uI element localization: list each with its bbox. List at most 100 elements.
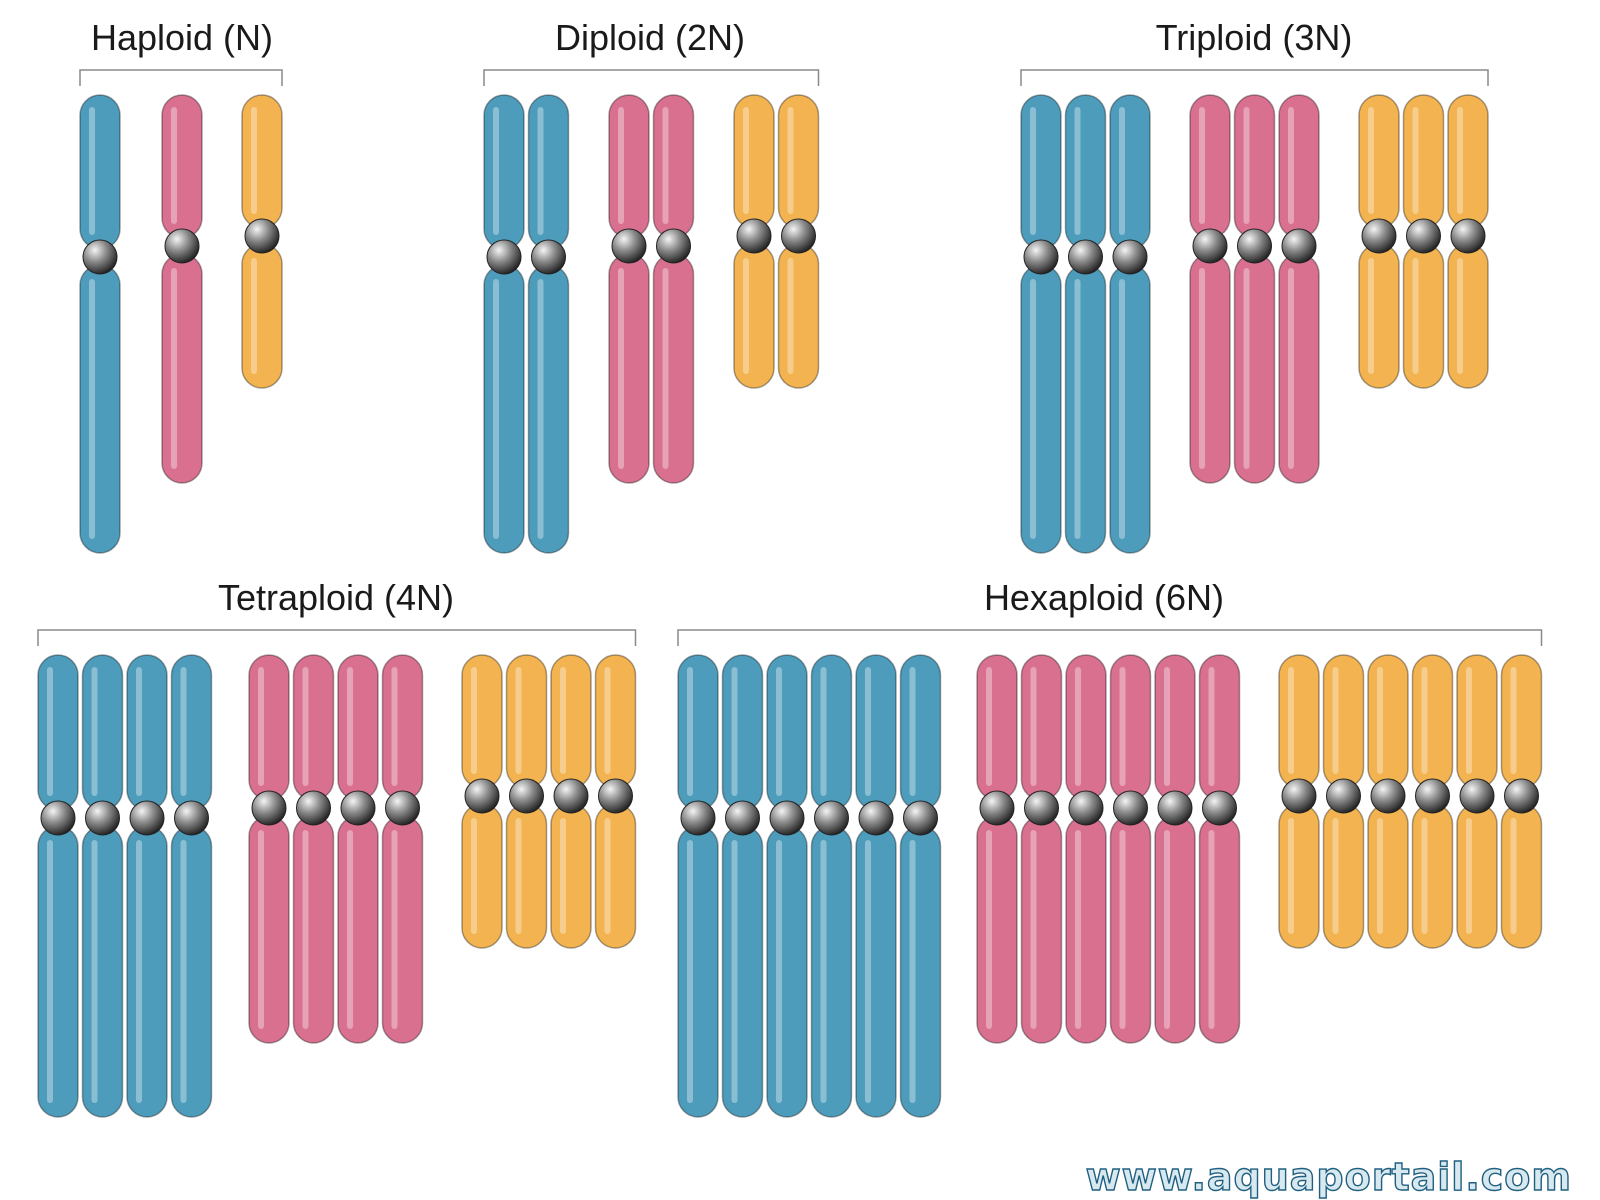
centromere — [1504, 778, 1539, 814]
chromosome-highlight — [1332, 667, 1339, 774]
chromosome — [1500, 654, 1543, 949]
centromere — [385, 790, 420, 826]
chromosome-upper-arm — [677, 654, 719, 811]
chromosome-lower-arm — [1189, 253, 1231, 484]
chromosome-upper-arm — [248, 654, 290, 801]
chromosome-upper-arm — [81, 654, 124, 811]
chromosome-highlight — [1199, 268, 1205, 469]
chromosome-upper-arm — [652, 94, 695, 239]
chromosome-highlight — [515, 667, 522, 774]
centromere — [1415, 778, 1450, 814]
chromosome — [855, 654, 897, 1118]
chromosome — [1358, 94, 1400, 389]
centromere — [531, 239, 566, 275]
chromosome-highlight — [1074, 107, 1081, 235]
groups-layer: Haploid (N)Diploid (2N)Triploid (3N)Tetr… — [37, 17, 1543, 1118]
chromosome-lower-arm — [766, 825, 808, 1118]
chromosome-highlight — [604, 818, 611, 934]
chromosome-highlight — [662, 268, 669, 469]
chromosome-set-pink — [608, 94, 695, 484]
ploidy-group: Tetraploid (4N) — [37, 577, 637, 1118]
chromosome-upper-arm — [594, 654, 637, 789]
chromosome-lower-arm — [1278, 803, 1320, 949]
centromere — [486, 239, 522, 275]
chromosome-upper-arm — [1411, 654, 1454, 789]
chromosome — [550, 654, 592, 949]
chromosome-lower-arm — [1109, 264, 1151, 554]
chromosome — [483, 94, 525, 554]
centromere — [1113, 790, 1148, 826]
centromere — [1112, 239, 1148, 275]
chromosome — [1198, 654, 1241, 1044]
chromosome-upper-arm — [855, 654, 897, 811]
centromere — [611, 228, 647, 264]
chromosome — [1065, 654, 1107, 1044]
chromosome-upper-arm — [1456, 654, 1498, 789]
chromosome — [1278, 94, 1320, 484]
chromosome-upper-arm — [1065, 654, 1107, 801]
chromosome-highlight — [731, 667, 738, 796]
chromosome-upper-arm — [1358, 94, 1400, 229]
chromosome-set-yellow — [1278, 654, 1543, 949]
chromosome-highlight — [909, 840, 916, 1103]
centromere — [1361, 218, 1397, 254]
chromosome-highlight — [865, 667, 871, 796]
centromere — [1281, 778, 1317, 814]
group-bracket — [483, 69, 820, 86]
centromere — [1459, 778, 1495, 814]
chromosome-highlight — [1466, 818, 1472, 934]
chromosome-highlight — [1119, 107, 1125, 235]
chromosome — [1109, 94, 1151, 554]
chromosome-highlight — [776, 667, 782, 796]
chromosome-highlight — [1119, 667, 1126, 786]
chromosome-highlight — [302, 830, 309, 1029]
chromosome-lower-arm — [976, 815, 1018, 1044]
chromosome-upper-arm — [1109, 94, 1151, 250]
chromosome-highlight — [537, 279, 544, 539]
centromere — [1406, 218, 1441, 254]
chromosome-upper-arm — [1500, 654, 1543, 789]
chromosome-highlight — [909, 667, 916, 796]
centromere — [1326, 778, 1361, 814]
chromosome-set-pink — [161, 94, 203, 484]
chromosome-highlight — [136, 840, 142, 1103]
chromosome-highlight — [1164, 830, 1170, 1029]
chromosome-highlight — [1030, 830, 1037, 1029]
chromosome-highlight — [1377, 667, 1383, 774]
chromosome — [677, 654, 719, 1118]
chromosome-highlight — [1243, 268, 1250, 469]
chromosome-upper-arm — [126, 654, 168, 811]
chromosome-highlight — [1457, 258, 1463, 374]
chromosome-upper-arm — [1278, 654, 1320, 789]
group-bracket — [1020, 69, 1489, 86]
chromosome-upper-arm — [1402, 94, 1445, 229]
chromosome — [1411, 654, 1454, 949]
chromosome-highlight — [1030, 667, 1037, 786]
chromosome-highlight — [776, 840, 782, 1103]
chromosome-highlight — [136, 667, 142, 796]
chromosome-highlight — [1377, 818, 1383, 934]
chromosome-highlight — [1368, 107, 1374, 214]
chromosome-set-blue — [677, 654, 942, 1118]
chromosome — [381, 654, 424, 1044]
chromosome-lower-arm — [161, 253, 203, 484]
chromosome-highlight — [1421, 818, 1428, 934]
chromosome-lower-arm — [652, 253, 695, 484]
chromosome-upper-arm — [461, 654, 503, 789]
chromosome-highlight — [1030, 107, 1036, 235]
chromosome-set-yellow — [241, 94, 283, 389]
chromosome-upper-arm — [899, 654, 942, 811]
chromosome — [733, 94, 775, 389]
chromosome-upper-arm — [483, 94, 525, 250]
chromosome-upper-arm — [608, 94, 650, 239]
chromosome-lower-arm — [337, 815, 379, 1044]
group-bracket — [37, 629, 637, 646]
chromosome — [777, 94, 820, 389]
centromere — [509, 778, 544, 814]
chromosome-upper-arm — [976, 654, 1018, 801]
centromere — [1023, 239, 1059, 275]
chromosome — [1367, 654, 1409, 949]
chromosome-lower-arm — [505, 803, 548, 949]
centromere — [1068, 239, 1103, 275]
